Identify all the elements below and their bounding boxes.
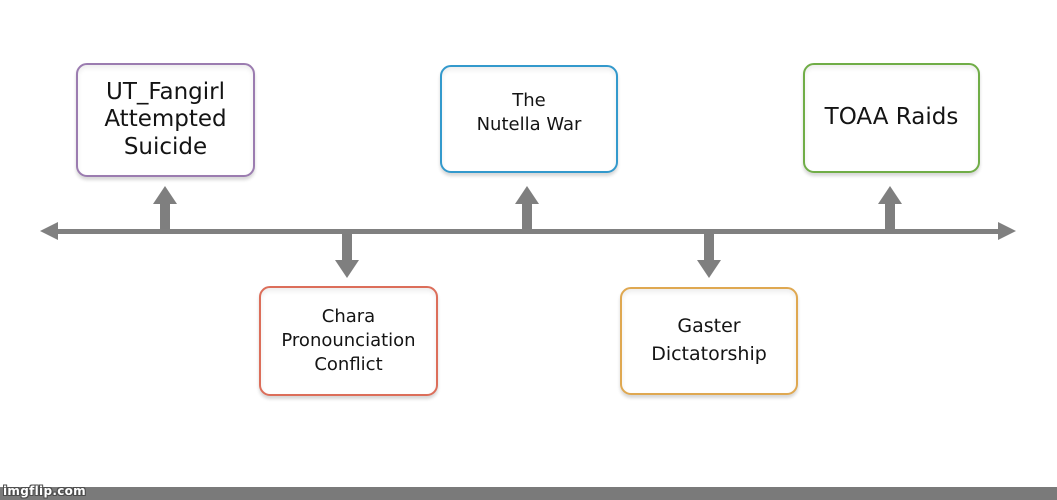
connector-up-1: [160, 203, 170, 229]
event-box-gaster-dictatorship: Gaster Dictatorship: [620, 287, 798, 395]
timeline-axis-line: [57, 229, 998, 234]
up-arrow-icon: [515, 186, 539, 204]
event-box-ut-fangirl-attempted-suicide: UT_Fangirl Attempted Suicide: [76, 63, 255, 177]
event-box-the-nutella-war: The Nutella War: [440, 65, 618, 173]
up-arrow-icon: [878, 186, 902, 204]
axis-right-arrow-icon: [998, 222, 1016, 240]
connector-down-1: [342, 234, 352, 260]
down-arrow-icon: [697, 260, 721, 278]
event-box-chara-pronounciation-conflict: Chara Pronounciation Conflict: [259, 286, 438, 396]
footer-bar: [0, 487, 1057, 500]
connector-up-3: [885, 203, 895, 229]
imgflip-watermark: imgflip.com: [3, 484, 86, 498]
axis-left-arrow-icon: [40, 222, 58, 240]
down-arrow-icon: [335, 260, 359, 278]
connector-up-2: [522, 203, 532, 229]
event-box-toaa-raids: TOAA Raids: [803, 63, 980, 173]
connector-down-2: [704, 234, 714, 260]
up-arrow-icon: [153, 186, 177, 204]
